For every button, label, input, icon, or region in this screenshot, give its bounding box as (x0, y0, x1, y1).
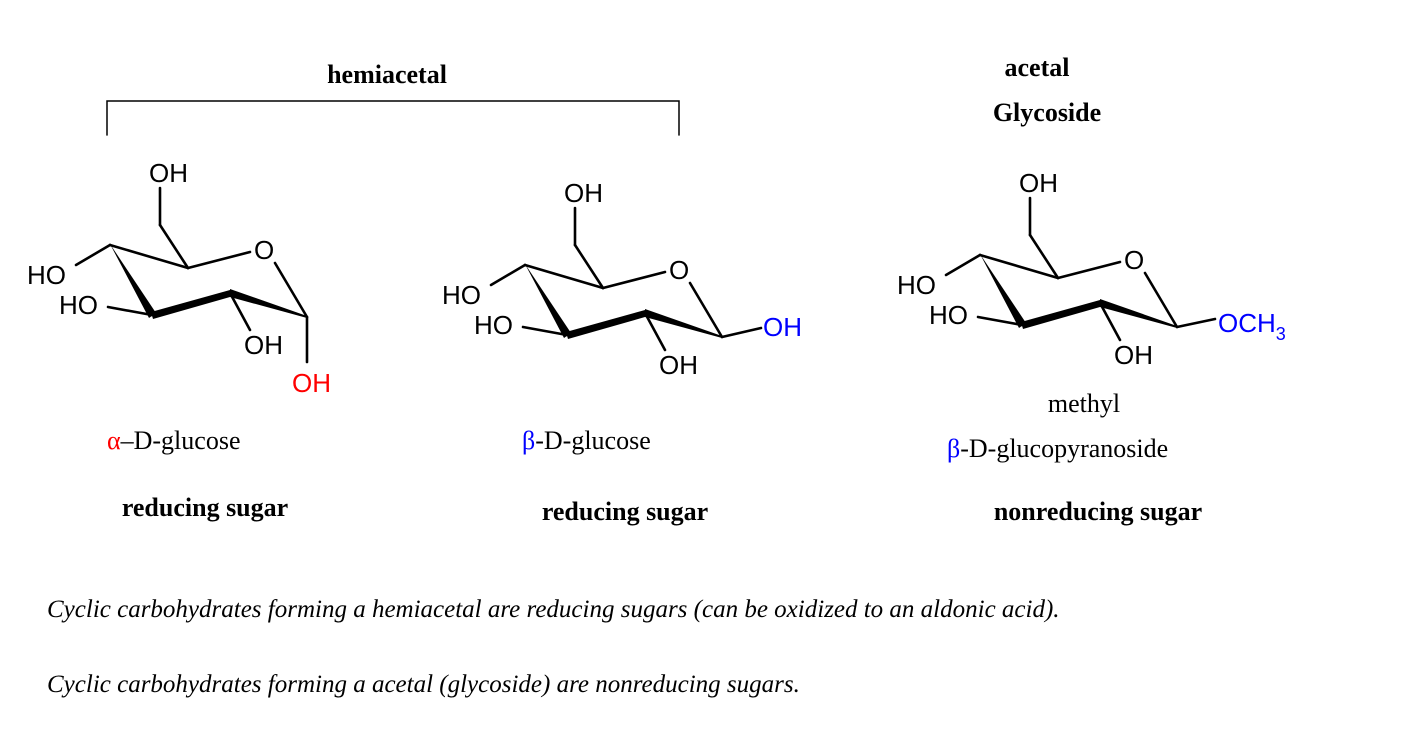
hemiacetal-heading: hemiacetal (327, 60, 447, 89)
sugar-type-label: reducing sugar (542, 497, 708, 526)
ring-oxygen: O (1124, 245, 1144, 275)
glycoside-heading: Glycoside (993, 98, 1101, 127)
acetal-heading: acetal (1005, 53, 1070, 82)
note-hemiacetal: Cyclic carbohydrates forming a hemiaceta… (47, 596, 1060, 623)
atom-label: OH (244, 330, 283, 360)
alpha-glucose-name: α–D-glucose (107, 426, 240, 455)
atom-label: HO (897, 270, 936, 300)
atom-label: OH (1019, 168, 1058, 198)
ring-oxygen: O (254, 235, 274, 265)
sugar-type-label: nonreducing sugar (994, 497, 1202, 526)
hemiacetal-bracket (106, 100, 680, 136)
beta-d-glucose-structure: OH HO HO OH O OH (442, 178, 802, 380)
sugar-type-label: reducing sugar (122, 493, 288, 522)
atom-label: OH (1114, 340, 1153, 370)
beta-glucose-name: β-D-glucose (522, 426, 651, 455)
atom-label: HO (27, 260, 66, 290)
glycoside-name-line1: methyl (1048, 389, 1120, 418)
glycoside-name-line2: β-D-glucopyranoside (947, 434, 1168, 463)
ring-oxygen: O (669, 255, 689, 285)
alpha-d-glucose-structure: OH HO HO OH O OH (27, 158, 331, 398)
atom-label: OH (149, 158, 188, 188)
atom-label: OH (659, 350, 698, 380)
anomeric-oh-beta: OH (763, 312, 802, 342)
methoxy-group: OCH3 (1218, 308, 1286, 344)
atom-label: HO (442, 280, 481, 310)
atom-label: HO (59, 290, 98, 320)
anomeric-oh-alpha: OH (292, 368, 331, 398)
atom-label: HO (929, 300, 968, 330)
methyl-glucopyranoside-structure: OH HO HO OH O OCH3 (897, 168, 1286, 370)
note-acetal: Cyclic carbohydrates forming a acetal (g… (47, 671, 800, 698)
atom-label: OH (564, 178, 603, 208)
atom-label: HO (474, 310, 513, 340)
